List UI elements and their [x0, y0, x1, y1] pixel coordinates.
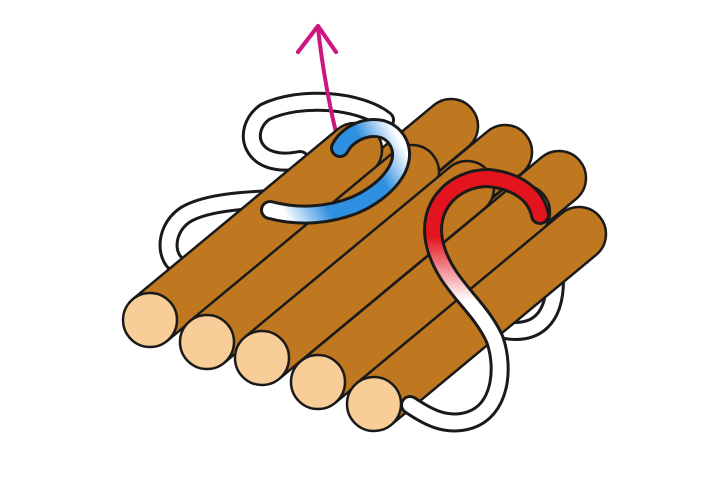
arrow-head	[296, 24, 338, 54]
log-end	[121, 291, 179, 349]
log-bundle-icon	[121, 97, 608, 433]
log-end	[289, 353, 347, 411]
log-end	[233, 329, 291, 387]
rope-front-segments	[260, 118, 550, 433]
log-end	[345, 375, 403, 433]
log-end	[178, 313, 236, 371]
